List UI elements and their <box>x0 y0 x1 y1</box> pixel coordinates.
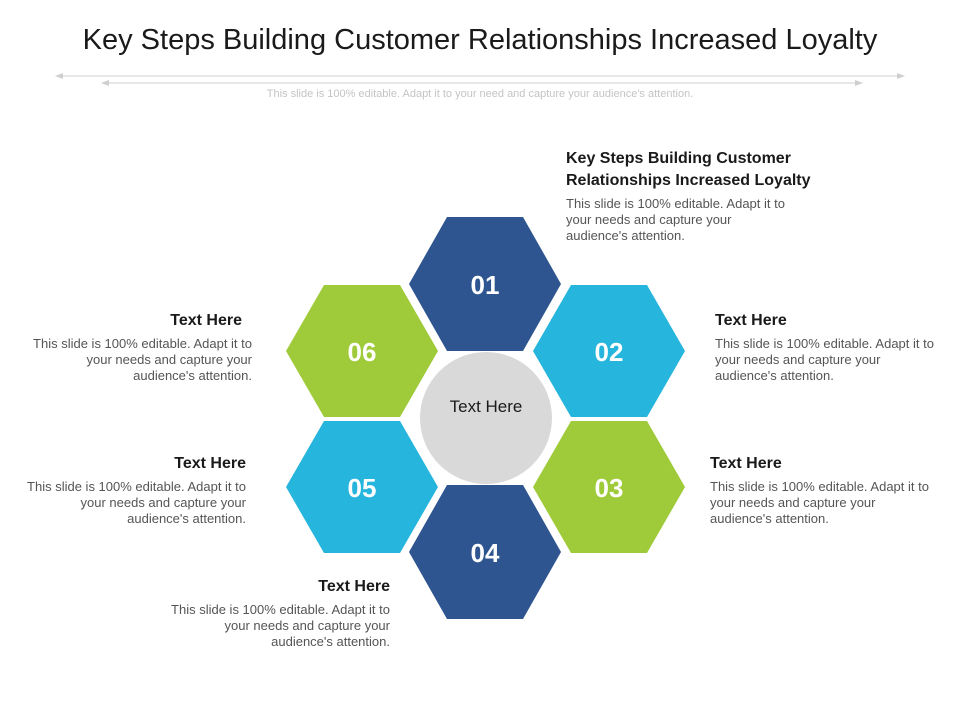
hexagon-03-shape <box>533 421 685 553</box>
hexagon-01-shape <box>409 217 561 351</box>
hexagon-step-01: 01 <box>409 217 561 351</box>
step-01-body: This slide is 100% editable. Adapt it to… <box>566 196 785 243</box>
step-03-heading: Text Here <box>710 455 782 472</box>
center-label: Text Here <box>449 397 523 416</box>
hexagon-06-number: 06 <box>348 337 377 367</box>
step-03-text: Text Here This slide is 100% editable. A… <box>710 453 940 527</box>
hexagon-step-06: 06 <box>286 285 438 417</box>
slide-title: Key Steps Building Customer Relationship… <box>82 24 878 56</box>
step-06-text: Text Here This slide is 100% editable. A… <box>22 310 252 384</box>
hexagon-step-03: 03 <box>533 421 685 553</box>
hexagon-05-shape <box>286 421 438 553</box>
step-04-body: This slide is 100% editable. Adapt it to… <box>171 602 390 649</box>
step-05-text: Text Here This slide is 100% editable. A… <box>16 453 246 527</box>
hexagon-02-number: 02 <box>595 337 624 367</box>
hexagon-04-number: 04 <box>471 538 500 568</box>
step-01-text: Key Steps Building Customer Relationship… <box>566 148 866 244</box>
slide-subtitle: This slide is 100% editable. Adapt it to… <box>266 88 694 100</box>
step-05-body: This slide is 100% editable. Adapt it to… <box>27 479 246 526</box>
step-06-heading: Text Here <box>170 312 242 329</box>
step-04-text: Text Here This slide is 100% editable. A… <box>160 576 390 650</box>
step-03-body: This slide is 100% editable. Adapt it to… <box>710 479 929 526</box>
step-06-body: This slide is 100% editable. Adapt it to… <box>33 336 252 383</box>
hexagon-step-04: 04 <box>409 485 561 619</box>
hexagon-03-number: 03 <box>595 473 624 503</box>
step-02-heading: Text Here <box>715 312 787 329</box>
step-02-body: This slide is 100% editable. Adapt it to… <box>715 336 934 383</box>
hexagon-step-02: 02 <box>533 285 685 417</box>
hexagon-05-number: 05 <box>348 473 377 503</box>
step-02-text: Text Here This slide is 100% editable. A… <box>715 310 945 384</box>
title-divider <box>55 73 905 86</box>
hexagon-04-shape <box>409 485 561 619</box>
center-circle <box>420 352 552 484</box>
hexagon-step-05: 05 <box>286 421 438 553</box>
hexagon-02-shape <box>533 285 685 417</box>
hexagon-01-number: 01 <box>471 270 500 300</box>
step-04-heading: Text Here <box>318 578 390 595</box>
hexagon-06-shape <box>286 285 438 417</box>
step-01-heading: Key Steps Building Customer Relationship… <box>566 150 811 189</box>
step-05-heading: Text Here <box>174 455 246 472</box>
